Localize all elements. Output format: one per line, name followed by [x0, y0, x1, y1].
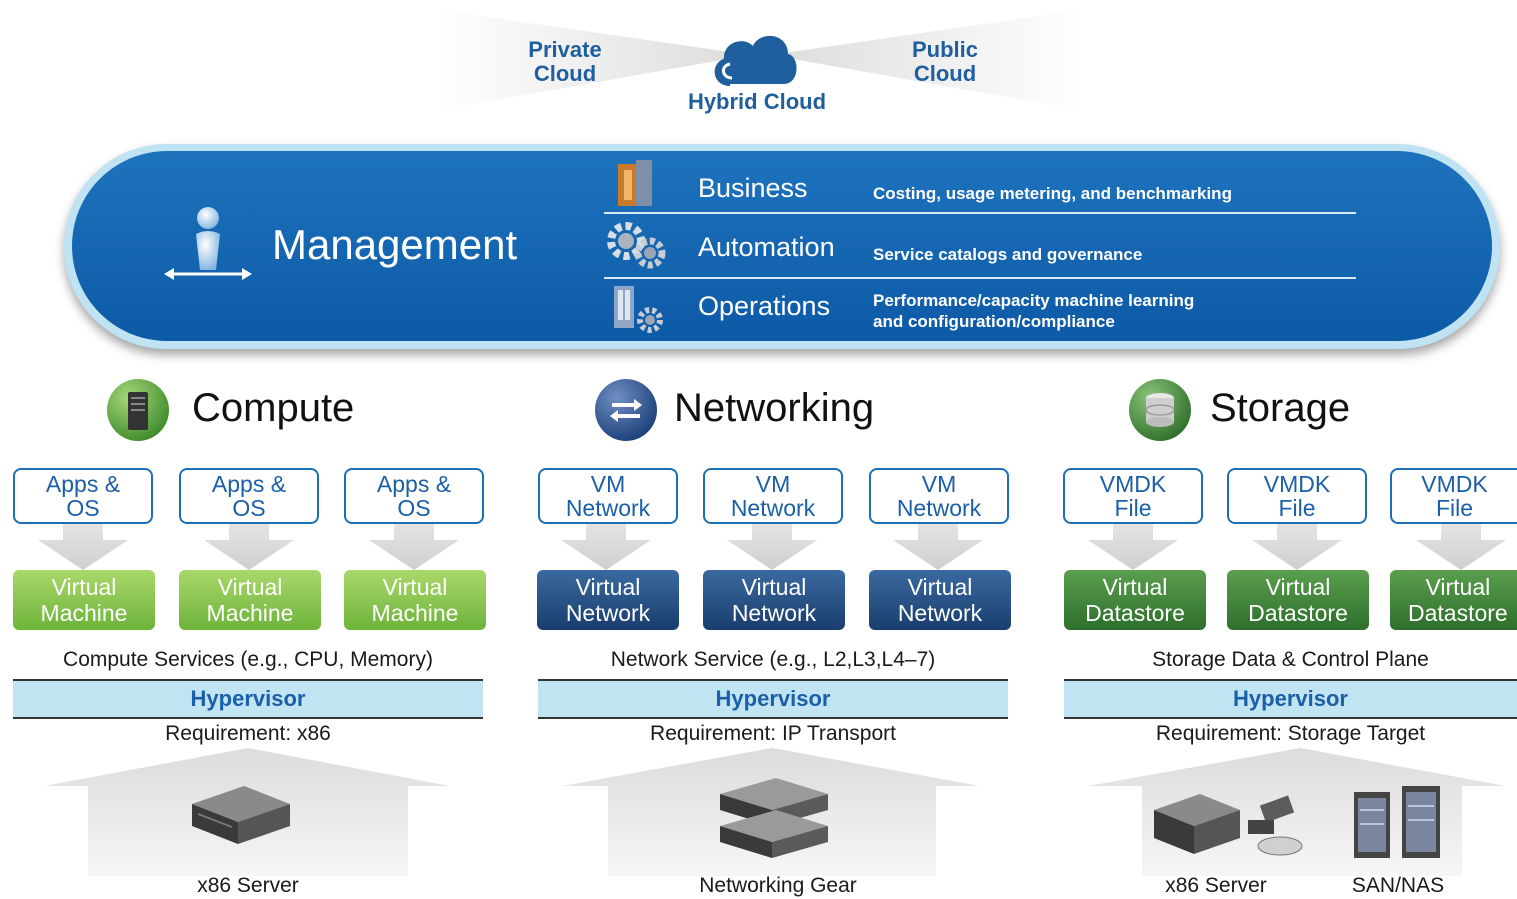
business-icon — [618, 160, 652, 206]
networking-gear-icon — [720, 778, 828, 858]
virtual-network-box: Virtual Network — [869, 570, 1011, 630]
network-hypervisor-bar: Hypervisor — [538, 679, 1008, 719]
database-icon — [1129, 379, 1191, 441]
compute-title: Compute — [192, 386, 355, 430]
apps-os-box: Apps & OS — [179, 468, 319, 524]
virtual-datastore-box: Virtual Datastore — [1064, 570, 1206, 630]
mgmt-divider — [604, 212, 1356, 214]
mgmt-row-business-desc: Costing, usage metering, and benchmarkin… — [873, 184, 1232, 203]
storage-service-label: Storage Data & Control Plane — [1152, 648, 1429, 671]
network-requirement: Requirement: IP Transport — [650, 722, 896, 745]
mgmt-row-business-title: Business — [698, 173, 808, 203]
storage-requirement: Requirement: Storage Target — [1155, 722, 1426, 745]
server-tower-icon — [107, 379, 169, 441]
compute-hypervisor-bar: Hypervisor — [13, 679, 483, 719]
virtual-network-box: Virtual Network — [537, 570, 679, 630]
network-service-label: Network Service (e.g., L2,L3,L4–7) — [610, 648, 936, 671]
storage-hypervisor-bar: Hypervisor — [1064, 679, 1517, 719]
virtual-machine-box: Virtual Machine — [179, 570, 321, 630]
apps-os-box: Apps & OS — [13, 468, 153, 524]
san-nas-label: SAN/NAS — [1351, 874, 1445, 897]
san-nas-icon — [1354, 786, 1440, 858]
hybrid-cloud-background — [440, 10, 1080, 110]
gears-icon — [607, 222, 666, 269]
virtual-machine-box: Virtual Machine — [344, 570, 486, 630]
virtual-datastore-box: Virtual Datastore — [1390, 570, 1517, 630]
x86-server-icon — [192, 786, 290, 844]
cloud-icon — [714, 35, 797, 86]
vmdk-file-box: VMDK File — [1063, 468, 1203, 524]
public-cloud-label: Public Cloud — [911, 37, 978, 86]
operations-icon — [614, 286, 663, 333]
x86-server-label: x86 Server — [197, 874, 299, 897]
vmdk-file-box: VMDK File — [1390, 468, 1517, 524]
virtual-network-box: Virtual Network — [703, 570, 845, 630]
network-arrows-icon — [595, 379, 657, 441]
management-band — [64, 144, 1500, 349]
hybrid-cloud-label: Hybrid Cloud — [687, 89, 827, 114]
virtual-datastore-box: Virtual Datastore — [1227, 570, 1369, 630]
apps-os-box: Apps & OS — [344, 468, 484, 524]
mgmt-row-automation-title: Automation — [698, 232, 835, 262]
management-title: Management — [272, 221, 518, 268]
vmdk-file-box: VMDK File — [1227, 468, 1367, 524]
vm-network-box: VM Network — [538, 468, 678, 524]
vm-network-box: VM Network — [703, 468, 843, 524]
compute-service-label: Compute Services (e.g., CPU, Memory) — [63, 648, 433, 671]
networking-gear-label: Networking Gear — [699, 874, 857, 897]
x86-server-label: x86 Server — [1165, 874, 1267, 897]
mgmt-row-operations-desc: Performance/capacity machine learning an… — [873, 291, 1195, 331]
person-arrows-icon — [164, 207, 252, 280]
x86-server-disks-icon — [1154, 794, 1303, 856]
mgmt-row-automation-desc: Service catalogs and governance — [873, 245, 1143, 264]
private-cloud-label: Private Cloud — [528, 37, 602, 86]
mgmt-row-operations-title: Operations — [698, 291, 831, 321]
storage-title: Storage — [1210, 386, 1351, 430]
compute-requirement: Requirement: x86 — [165, 722, 331, 745]
vm-network-box: VM Network — [869, 468, 1009, 524]
mgmt-divider — [604, 277, 1356, 279]
networking-title: Networking — [674, 386, 875, 430]
down-arrows — [38, 524, 1506, 570]
virtual-machine-box: Virtual Machine — [13, 570, 155, 630]
